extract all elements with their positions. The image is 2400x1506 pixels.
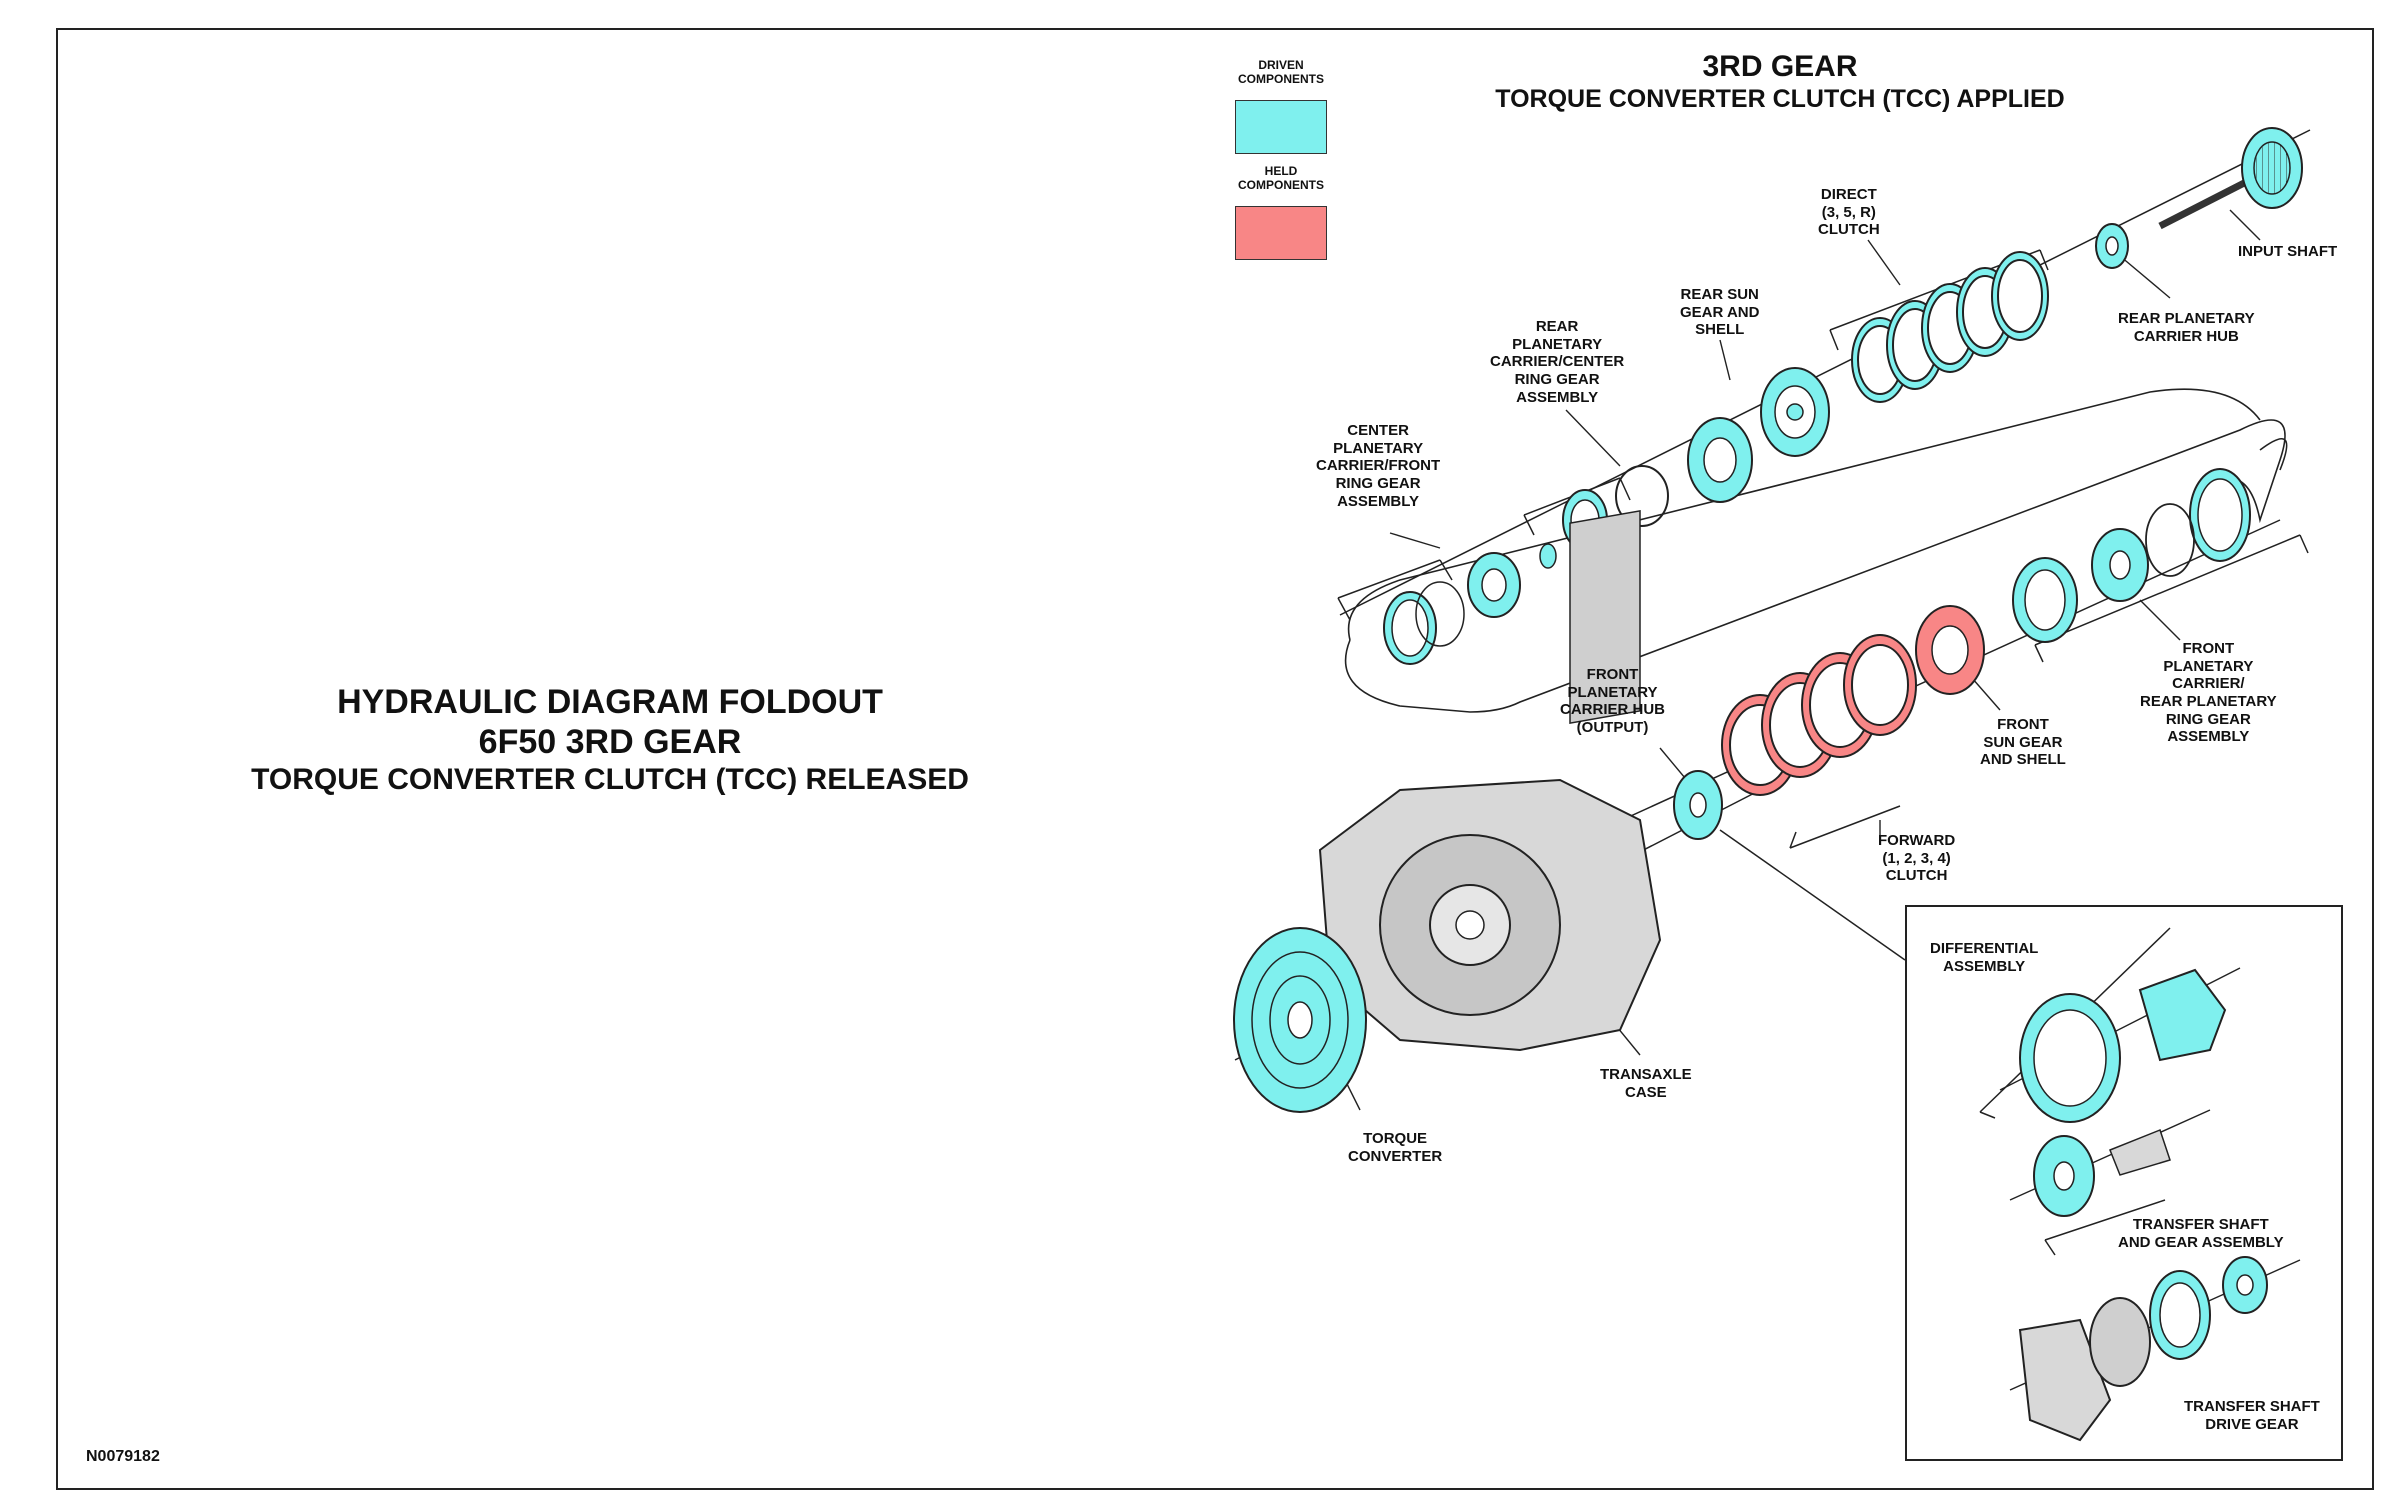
label-center-planetary-carrier: CENTER PLANETARY CARRIER/FRONT RING GEAR…: [1316, 422, 1441, 510]
direct-clutch-plates: [1851, 251, 2049, 403]
assembly-group-outline: [1344, 419, 2288, 713]
left-title-block: HYDRAULIC DIAGRAM FOLDOUT 6F50 3RD GEAR …: [180, 682, 1040, 798]
label-front-planetary-carrier: FRONT PLANETARY CARRIER/ REAR PLANETARY …: [2140, 640, 2277, 746]
right-title-block: 3RD GEAR TORQUE CONVERTER CLUTCH (TCC) A…: [1380, 50, 2180, 113]
transaxle-case-part: [1318, 509, 1662, 1052]
center-planetary-carrier-part: [1383, 543, 1557, 665]
label-rear-sun-gear: REAR SUN GEAR AND SHELL: [1680, 286, 1760, 339]
label-forward-clutch: FORWARD (1, 2, 3, 4) CLUTCH: [1878, 832, 1956, 885]
label-rear-planetary-carrier: REAR PLANETARY CARRIER/CENTER RING GEAR …: [1490, 318, 1625, 406]
transfer-shaft-part: [2009, 1109, 2211, 1217]
label-torque-converter: TORQUE CONVERTER: [1348, 1130, 1443, 1165]
right-title-line1: 3RD GEAR: [1702, 50, 1858, 83]
label-direct-clutch: DIRECT (3, 5, R) CLUTCH: [1818, 186, 1880, 239]
label-input-shaft: INPUT SHAFT: [2238, 243, 2338, 260]
label-transfer-shaft-drive-gear: TRANSFER SHAFT DRIVE GEAR: [2184, 1398, 2320, 1433]
transfer-drive-gear-part: [2009, 1256, 2301, 1442]
front-sun-gear-part: [1915, 605, 1985, 695]
label-transfer-shaft: TRANSFER SHAFT AND GEAR ASSEMBLY: [2118, 1216, 2284, 1251]
label-front-planetary-carrier-hub: FRONT PLANETARY CARRIER HUB (OUTPUT): [1560, 666, 1665, 737]
page-frame: [56, 28, 2374, 1490]
left-title-line2: 6F50 3RD GEAR: [478, 723, 742, 762]
rear-carrier-hub-part: [2095, 223, 2129, 269]
right-title-line2: TORQUE CONVERTER CLUTCH (TCC) APPLIED: [1495, 84, 2065, 113]
label-front-sun-gear: FRONT SUN GEAR AND SHELL: [1980, 716, 2066, 769]
label-rear-planetary-carrier-hub: REAR PLANETARY CARRIER HUB: [2118, 310, 2255, 345]
differential-assembly-part: [1999, 967, 2241, 1123]
left-title-line3: TORQUE CONVERTER CLUTCH (TCC) RELEASED: [251, 763, 969, 797]
legend-held-swatch: [1235, 206, 1327, 260]
document-id: N0079182: [86, 1448, 160, 1465]
legend-driven-swatch: [1235, 100, 1327, 154]
final-drive-inset-box: [1905, 905, 2343, 1461]
rear-sun-gear-part: [1760, 367, 1830, 457]
front-carrier-hub-part: [1673, 770, 1723, 840]
leader-lines: [1339, 209, 2261, 1111]
forward-clutch-plates: [1721, 634, 1917, 796]
left-title-line1: HYDRAULIC DIAGRAM FOLDOUT: [337, 683, 883, 721]
torque-converter-part: [1233, 927, 1367, 1113]
legend-held-label: HELD COMPONENTS: [1237, 164, 1324, 193]
assembly-group-outline-top: [1347, 388, 2261, 641]
front-planetary-carrier-part: [2012, 468, 2251, 643]
input-shaft-part: [2158, 127, 2303, 230]
legend-driven-label: DRIVEN COMPONENTS: [1237, 58, 1324, 87]
label-transaxle-case: TRANSAXLE CASE: [1600, 1066, 1692, 1101]
label-differential-assembly: DIFFERENTIAL ASSEMBLY: [1930, 940, 2039, 975]
